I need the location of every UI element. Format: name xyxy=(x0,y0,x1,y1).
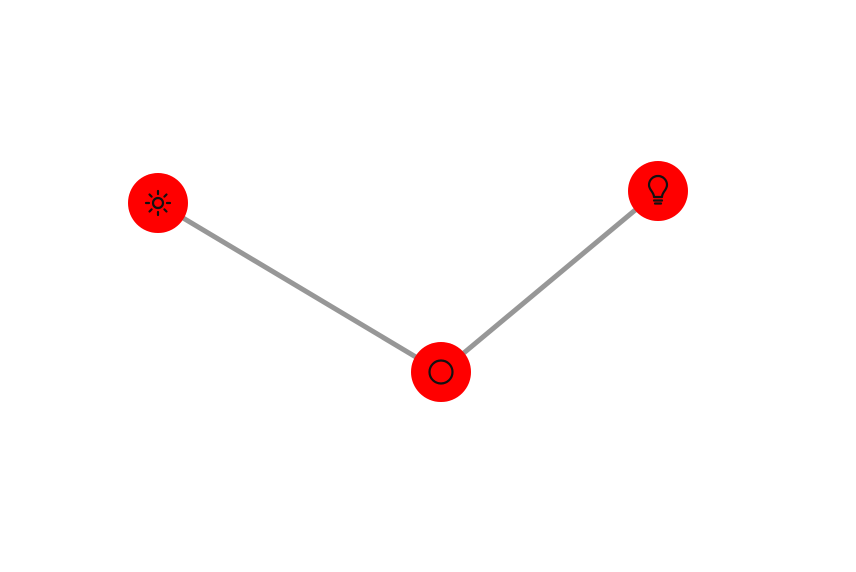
node-bulb-circle xyxy=(628,161,688,221)
edge-sun-center xyxy=(156,200,443,375)
node-bulb[interactable] xyxy=(628,161,688,221)
node-sun-circle xyxy=(128,173,188,233)
sun-icon xyxy=(144,189,172,217)
node-sun[interactable] xyxy=(128,173,188,233)
node-center[interactable] xyxy=(411,342,471,402)
node-center-circle xyxy=(411,342,471,402)
lightbulb-icon xyxy=(647,174,669,205)
edge-center-bulb xyxy=(439,189,660,374)
circle-icon xyxy=(428,359,454,385)
